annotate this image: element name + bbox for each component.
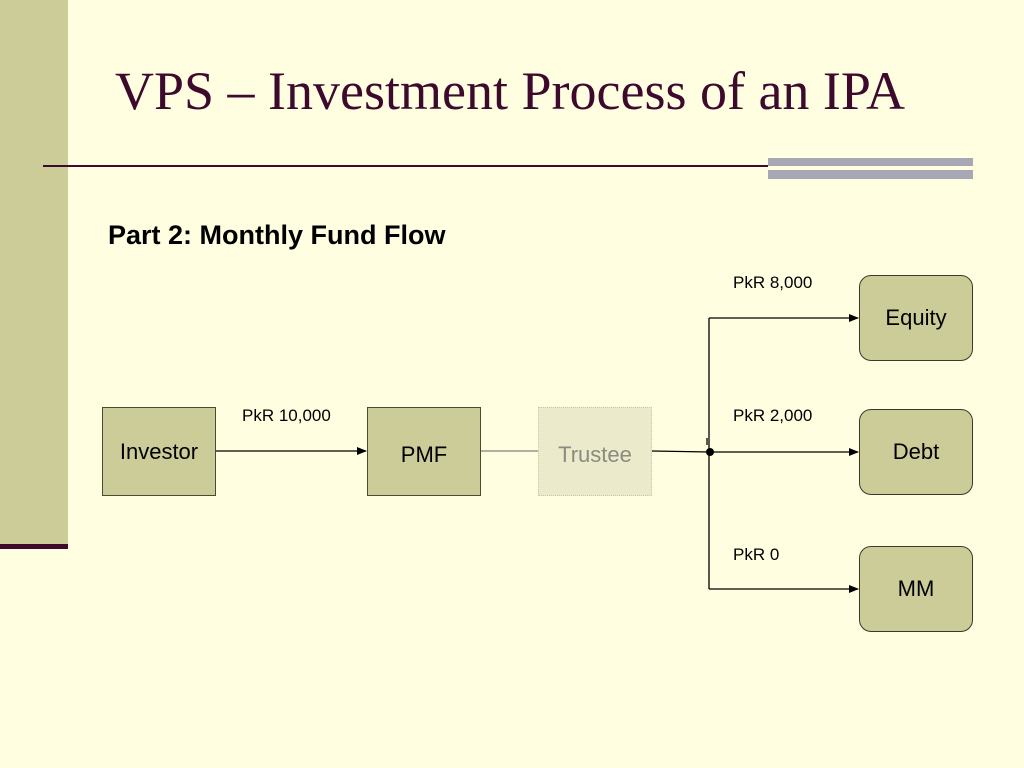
label-to-equity: PkR 8,000 [733,273,813,292]
node-investor: Investor [102,407,216,496]
label-to-debt: PkR 2,000 [733,406,813,425]
node-pmf-label: PMF [400,442,448,467]
node-equity: Equity [859,275,973,361]
node-mm-label: MM [897,576,935,601]
title-rule [43,165,970,167]
label-to-mm: PkR 0 [733,545,780,564]
node-debt-label: Debt [892,439,940,464]
node-mm: MM [859,546,973,632]
line-trustee-to-junction [651,450,711,453]
node-pmf: PMF [367,407,481,496]
title-rule-accent [768,158,973,179]
node-debt: Debt [859,409,973,495]
node-trustee: Trustee [538,407,652,496]
label-investor-to-pmf: PkR 10,000 [242,406,331,425]
node-equity-label: Equity [885,305,947,330]
slide-title: VPS – Investment Process of an IPA [115,61,905,121]
node-trustee-label: Trustee [558,442,632,467]
side-band-accent [0,544,68,549]
node-investor-label: Investor [119,438,199,464]
slide-subtitle: Part 2: Monthly Fund Flow [108,220,446,250]
side-band [0,0,68,544]
